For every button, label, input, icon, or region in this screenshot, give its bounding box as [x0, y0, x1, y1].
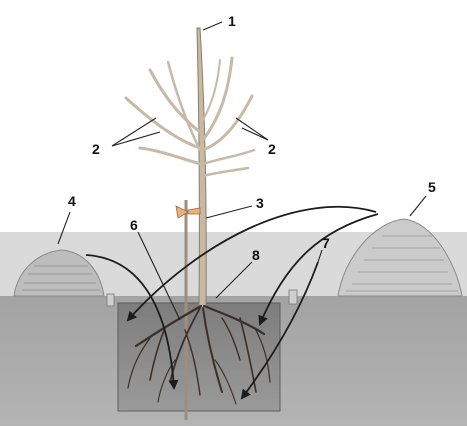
label-4: 4: [68, 193, 76, 209]
planting-pit: [118, 303, 280, 411]
label-2-left: 2: [92, 141, 100, 157]
pit-edge-right: [289, 290, 297, 304]
label-2-right: 2: [268, 141, 276, 157]
soil-heap-right: [338, 219, 462, 296]
label-6: 6: [130, 217, 138, 233]
pit-edge-left: [107, 294, 114, 306]
label-5: 5: [428, 179, 436, 195]
label-1: 1: [228, 13, 236, 29]
tree-tie: [176, 206, 200, 218]
tree-branches: [126, 58, 254, 176]
label-7: 7: [322, 235, 330, 251]
label-8: 8: [252, 247, 260, 263]
label-3: 3: [256, 195, 264, 211]
